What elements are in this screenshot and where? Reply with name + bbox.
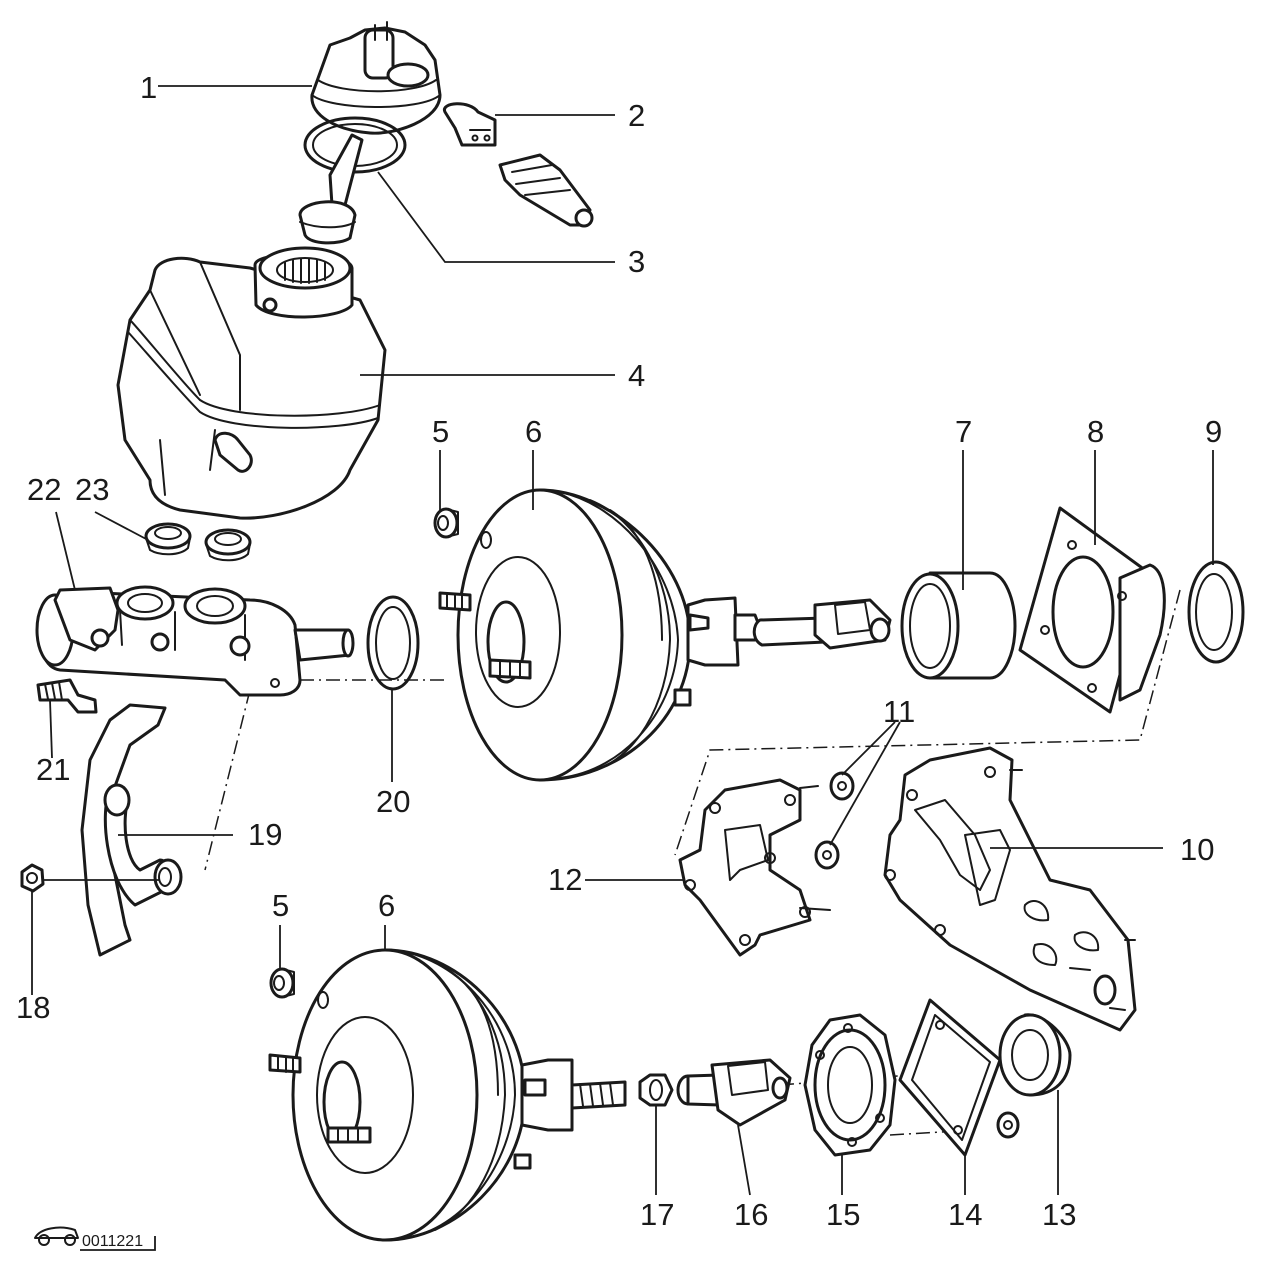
grommet-cap <box>996 1013 1072 1139</box>
reservoir-grommets <box>144 522 252 562</box>
seal-ring <box>366 595 420 691</box>
callout-9: 9 <box>1205 414 1222 449</box>
nuts-pair <box>814 771 855 870</box>
callout-18: 18 <box>16 990 50 1025</box>
callout-numbers: 1 2 3 4 5 6 7 8 9 22 23 21 20 11 10 12 1… <box>16 70 1222 1232</box>
callout-5-lower: 5 <box>272 888 289 923</box>
locknut <box>638 1073 674 1107</box>
clevis-fork <box>676 1058 792 1127</box>
nut-lower <box>269 967 295 999</box>
brake-booster-upper <box>438 488 762 782</box>
callout-3: 3 <box>628 244 645 279</box>
callout-20: 20 <box>376 784 410 819</box>
figure-code: 0011221 <box>34 1226 156 1251</box>
mounting-plate <box>883 746 1137 1032</box>
callout-16: 16 <box>734 1197 768 1232</box>
mounting-bracket <box>80 703 183 957</box>
hex-nut <box>20 863 45 893</box>
nut-upper <box>433 507 459 539</box>
callout-12: 12 <box>548 862 582 897</box>
gasket <box>1187 560 1245 664</box>
adapter-bracket <box>678 778 831 957</box>
callout-17: 17 <box>640 1197 674 1232</box>
callout-11: 11 <box>883 694 915 729</box>
brake-booster-lower <box>268 948 627 1242</box>
callout-15: 15 <box>826 1197 860 1232</box>
callout-10: 10 <box>1180 832 1214 867</box>
flange-plate <box>1018 506 1166 714</box>
boot-sleeve <box>900 571 1017 680</box>
callout-2: 2 <box>628 98 645 133</box>
callout-23: 23 <box>75 472 109 507</box>
callout-1: 1 <box>140 70 157 105</box>
brake-master-cylinder <box>35 585 355 697</box>
car-logo-icon <box>34 1226 79 1246</box>
callout-8: 8 <box>1087 414 1104 449</box>
brake-fluid-reservoir <box>116 246 387 520</box>
callout-22: 22 <box>27 472 61 507</box>
gasket-plate <box>898 998 1002 1157</box>
figure-code-label: 0011221 <box>82 1233 143 1250</box>
callout-14: 14 <box>948 1197 982 1232</box>
brake-line-fitting <box>36 678 98 714</box>
reservoir-strainer <box>498 153 594 228</box>
flange-gasket <box>803 1013 897 1157</box>
callout-4: 4 <box>628 358 645 393</box>
callout-19: 19 <box>248 817 282 852</box>
callout-5-upper: 5 <box>432 414 449 449</box>
reservoir-cap <box>310 21 442 135</box>
sensor-connector <box>443 102 497 147</box>
leader-lines <box>31 85 1214 1196</box>
seal-ring-and-float <box>298 116 407 245</box>
pushrod-clevis-upper <box>752 598 892 650</box>
callout-6-upper: 6 <box>525 414 542 449</box>
callout-6-lower: 6 <box>378 888 395 923</box>
callout-21: 21 <box>36 752 70 787</box>
callout-13: 13 <box>1042 1197 1076 1232</box>
callout-7: 7 <box>955 414 972 449</box>
